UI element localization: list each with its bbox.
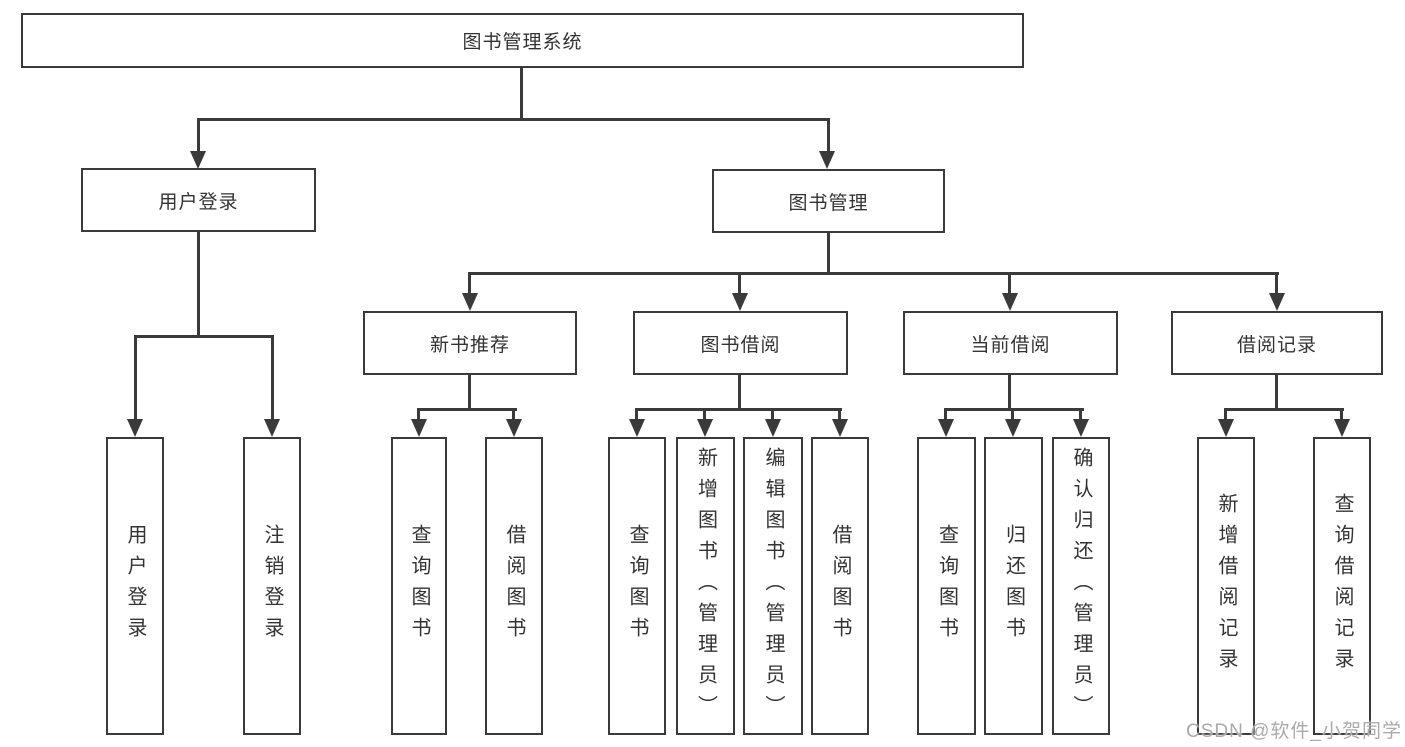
- leaf-add-book: 新增图书（管理员）: [676, 437, 735, 735]
- connector-line: [468, 272, 471, 296]
- connector-line: [738, 375, 741, 411]
- connector-line: [771, 408, 774, 421]
- leaf-borrow-book-1-label: 借阅图书: [503, 524, 525, 648]
- leaf-return-book-label: 归还图书: [1002, 524, 1025, 648]
- connector-line: [636, 408, 842, 411]
- connector-line: [197, 232, 200, 338]
- leaf-query-book-1: 查询图书: [391, 437, 447, 735]
- arrow-down-icon: [1005, 419, 1021, 437]
- node-borrow-records-label: 借阅记录: [1236, 334, 1317, 356]
- leaf-confirm-return-label: 确认归还（管理员）: [1070, 446, 1092, 726]
- connector-line: [944, 408, 947, 421]
- node-user-login-label: 用户登录: [158, 191, 239, 213]
- connector-line: [1011, 408, 1014, 421]
- connector-line: [520, 68, 523, 120]
- connector-line: [838, 408, 841, 421]
- connector-line: [635, 408, 638, 421]
- leaf-user-login-label: 用户登录: [124, 524, 146, 648]
- leaf-borrow-book-1: 借阅图书: [485, 437, 543, 735]
- connector-line: [945, 408, 1084, 411]
- node-borrow-records: 借阅记录: [1171, 311, 1383, 375]
- connector-line: [1008, 272, 1011, 296]
- connector-line: [1224, 408, 1227, 421]
- leaf-edit-book: 编辑图书（管理员）: [743, 437, 803, 735]
- node-new-book-rec: 新书推荐: [363, 311, 577, 375]
- connector-line: [134, 335, 274, 338]
- connector-line: [1008, 375, 1011, 411]
- node-root-label: 图书管理系统: [462, 32, 583, 53]
- node-book-borrow-label: 图书借阅: [700, 334, 781, 356]
- arrow-down-icon: [732, 293, 748, 311]
- arrow-down-icon: [1002, 293, 1018, 311]
- arrow-down-icon: [462, 293, 478, 311]
- leaf-query-book-2: 查询图书: [608, 437, 666, 735]
- connector-line: [1275, 375, 1278, 411]
- leaf-logout-label: 注销登录: [261, 524, 283, 648]
- node-current-borrow-label: 当前借阅: [970, 334, 1051, 356]
- connector-line: [1275, 272, 1278, 296]
- arrow-down-icon: [1218, 419, 1234, 437]
- connector-line: [469, 272, 1279, 275]
- connector-line: [418, 408, 517, 411]
- leaf-query-record: 查询借阅记录: [1313, 437, 1371, 735]
- leaf-add-record-label: 新增借阅记录: [1215, 493, 1237, 679]
- connector-line: [271, 335, 274, 421]
- node-new-book-rec-label: 新书推荐: [429, 334, 510, 356]
- connector-line: [827, 118, 830, 153]
- node-user-login: 用户登录: [81, 168, 316, 232]
- arrow-down-icon: [629, 419, 645, 437]
- arrow-down-icon: [506, 419, 522, 437]
- leaf-borrow-book-2-label: 借阅图书: [829, 524, 851, 648]
- arrow-down-icon: [190, 151, 206, 169]
- leaf-borrow-book-2: 借阅图书: [811, 437, 869, 735]
- arrow-down-icon: [819, 151, 835, 169]
- connector-line: [134, 335, 137, 421]
- leaf-query-book-1-label: 查询图书: [408, 524, 430, 648]
- connector-line: [703, 408, 706, 421]
- connector-line: [468, 375, 471, 411]
- leaf-logout: 注销登录: [243, 437, 301, 735]
- leaf-query-book-3: 查询图书: [917, 437, 976, 735]
- arrow-down-icon: [1269, 293, 1285, 311]
- leaf-confirm-return: 确认归还（管理员）: [1052, 437, 1110, 735]
- leaf-edit-book-label: 编辑图书（管理员）: [762, 446, 784, 726]
- arrow-down-icon: [765, 419, 781, 437]
- node-root: 图书管理系统: [21, 13, 1024, 68]
- leaf-return-book: 归还图书: [984, 437, 1043, 735]
- connector-line: [1079, 408, 1082, 421]
- csdn-watermark: CSDN @软件_小贺同学: [1186, 721, 1402, 742]
- arrow-down-icon: [264, 419, 280, 437]
- arrow-down-icon: [127, 419, 143, 437]
- connector-line: [1340, 408, 1343, 421]
- arrow-down-icon: [832, 419, 848, 437]
- connector-line: [197, 118, 830, 121]
- node-book-mgmt: 图书管理: [712, 169, 945, 233]
- leaf-query-record-label: 查询借阅记录: [1331, 493, 1353, 679]
- leaf-user-login: 用户登录: [106, 437, 164, 735]
- arrow-down-icon: [1073, 419, 1089, 437]
- arrow-down-icon: [411, 419, 427, 437]
- connector-line: [1225, 408, 1344, 411]
- leaf-query-book-3-label: 查询图书: [935, 524, 958, 648]
- connector-line: [197, 118, 200, 153]
- node-current-borrow: 当前借阅: [903, 311, 1118, 375]
- connector-line: [512, 408, 515, 421]
- arrow-down-icon: [1334, 419, 1350, 437]
- connector-line: [738, 272, 741, 296]
- node-book-mgmt-label: 图书管理: [788, 192, 869, 214]
- connector-line: [827, 233, 830, 275]
- connector-line: [417, 408, 420, 421]
- node-book-borrow: 图书借阅: [633, 311, 848, 375]
- leaf-query-book-2-label: 查询图书: [626, 524, 648, 648]
- leaf-add-record: 新增借阅记录: [1197, 437, 1255, 735]
- leaf-add-book-label: 新增图书（管理员）: [694, 446, 717, 726]
- arrow-down-icon: [697, 419, 713, 437]
- arrow-down-icon: [938, 419, 954, 437]
